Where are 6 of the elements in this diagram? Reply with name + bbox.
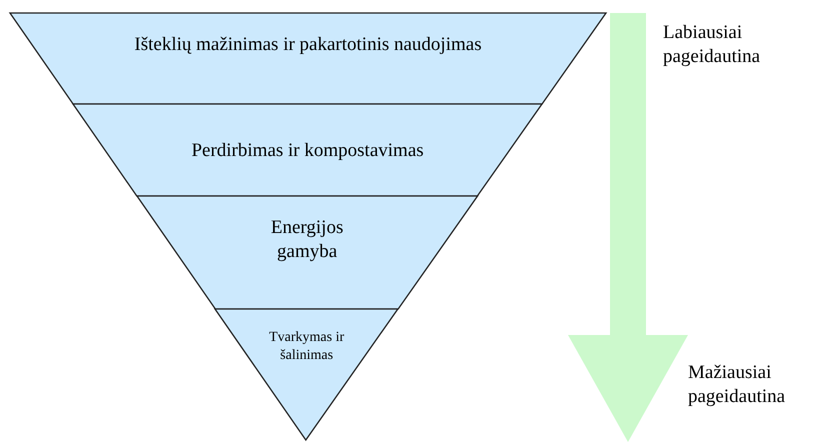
band-label: Energijos gamyba	[270, 216, 344, 264]
band-label: Tvarkymas ir šalinimas	[268, 329, 346, 364]
band-label: Perdirbimas ir kompostavimas	[190, 139, 425, 163]
scale-label: Labiausiai pageidautina	[663, 21, 762, 68]
band-label: Išteklių mažinimas ir pakartotinis naudojimas	[133, 33, 483, 57]
scale-label: Mažiausiai pageidautina	[688, 361, 786, 408]
